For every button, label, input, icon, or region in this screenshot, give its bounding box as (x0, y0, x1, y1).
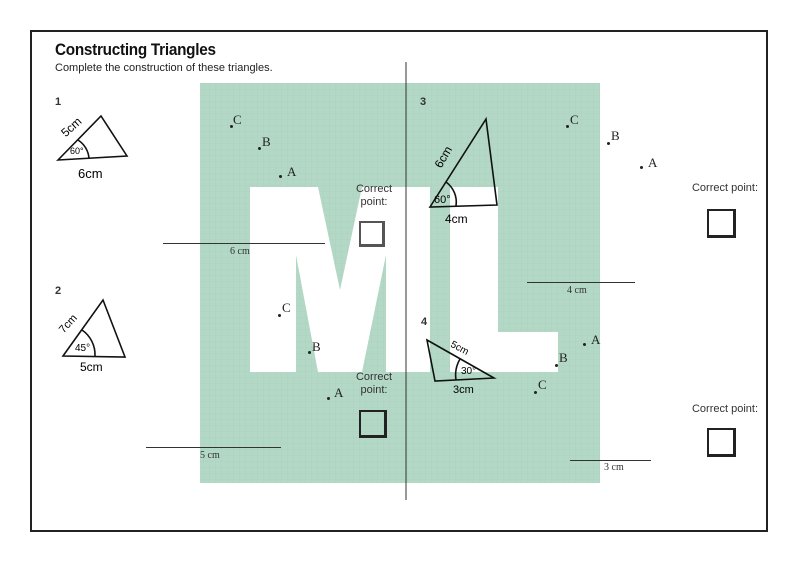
line-label: 3 cm (604, 462, 624, 473)
triangle-sketch-3 (428, 116, 498, 208)
point-label: A (287, 164, 297, 179)
page-title: Constructing Triangles (55, 40, 216, 59)
correct-point-label: Correct point: (355, 371, 393, 396)
side-label: 3cm (453, 384, 474, 396)
line-label: 4 cm (567, 285, 587, 296)
line-label: 6 cm (230, 246, 250, 257)
triangle-sketch-4 (425, 338, 497, 382)
base-line (163, 243, 325, 244)
side-label: 5cm (80, 360, 103, 374)
point-a[interactable] (279, 175, 282, 178)
question-number: 1 (55, 96, 62, 108)
point-b[interactable] (607, 142, 610, 145)
point-label: A (648, 155, 658, 170)
correct-point-label: Correct point: (691, 182, 759, 194)
correct-point-label: Correct point: (355, 183, 393, 208)
point-label: B (262, 134, 271, 149)
point-label: B (559, 350, 568, 365)
point-b[interactable] (308, 351, 311, 354)
point-label: C (538, 377, 547, 392)
point-label: B (611, 128, 620, 143)
base-line (527, 282, 635, 283)
point-b[interactable] (258, 147, 261, 150)
base-line (146, 447, 281, 448)
base-line (570, 460, 651, 461)
point-label: A (591, 332, 601, 347)
line-label: 5 cm (200, 450, 220, 461)
worksheet-frame (30, 30, 768, 532)
point-label: C (233, 112, 242, 127)
side-label: 6cm (78, 166, 103, 181)
answer-checkbox[interactable] (707, 428, 736, 457)
point-label: C (570, 112, 579, 127)
question-number: 2 (55, 285, 62, 297)
answer-checkbox[interactable] (707, 209, 736, 238)
question-number: 4 (421, 316, 428, 328)
angle-label: 60° (70, 146, 84, 156)
correct-point-label: Correct point: (691, 403, 759, 415)
answer-checkbox[interactable] (359, 410, 387, 438)
point-c[interactable] (230, 125, 233, 128)
point-a[interactable] (640, 166, 643, 169)
point-c[interactable] (278, 314, 281, 317)
side-label: 4cm (445, 212, 468, 226)
angle-label: 45° (75, 343, 91, 354)
angle-label: 60° (434, 194, 451, 206)
instructions: Complete the construction of these trian… (55, 62, 273, 74)
point-b[interactable] (555, 364, 558, 367)
point-label: C (282, 300, 291, 315)
point-a[interactable] (327, 397, 330, 400)
answer-checkbox[interactable] (359, 221, 385, 247)
question-number: 3 (420, 96, 427, 108)
point-label: A (334, 385, 344, 400)
triangle-sketch-1 (55, 114, 129, 161)
point-c[interactable] (566, 125, 569, 128)
angle-label: 30° (461, 366, 477, 377)
point-label: B (312, 339, 321, 354)
point-a[interactable] (583, 343, 586, 346)
point-c[interactable] (534, 391, 537, 394)
triangle-sketch-2 (61, 298, 127, 358)
